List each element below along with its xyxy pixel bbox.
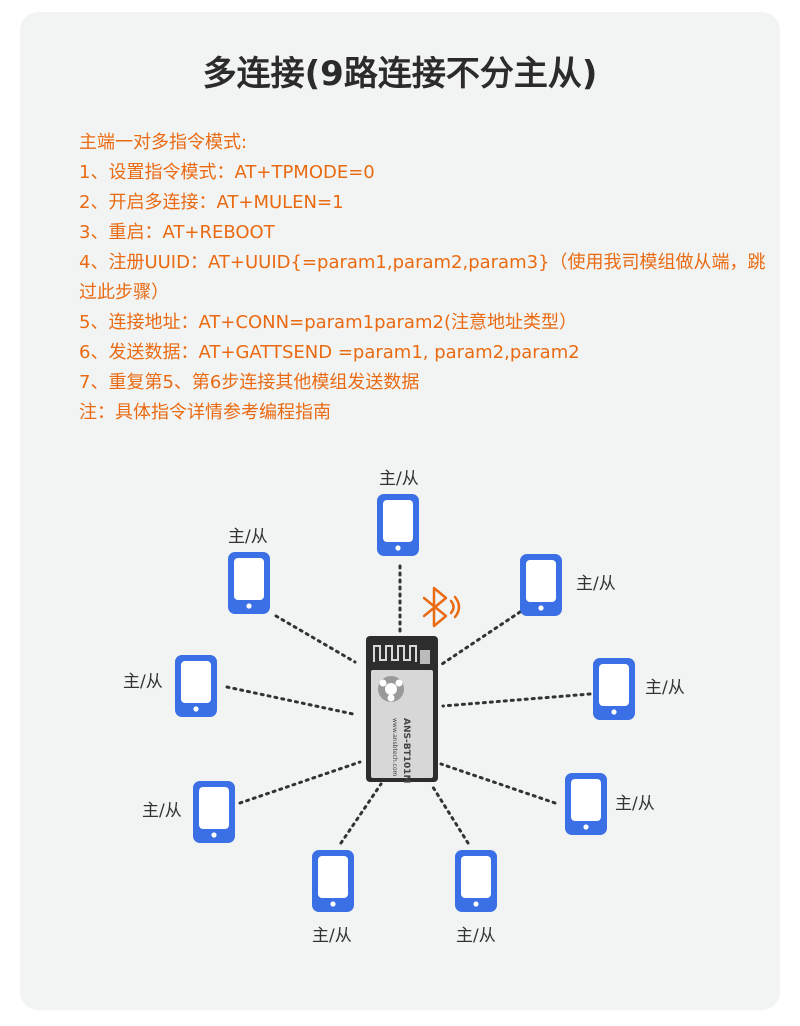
ble-module: ANS-BT101M www.ansbtech.com — [366, 636, 438, 784]
antenna-icon — [373, 645, 417, 662]
link-line-bottom-left — [339, 782, 383, 845]
link-line-right — [441, 692, 592, 708]
phone-icon — [175, 655, 217, 717]
module-site-text: www.ansbtech.com — [391, 718, 398, 777]
phone-nodes — [175, 494, 635, 912]
phone-icon — [193, 781, 235, 843]
link-line-bottom-right — [429, 782, 470, 845]
node-label-upper-left: 主/从 — [228, 527, 268, 547]
node-label-bottom-left: 主/从 — [312, 926, 352, 946]
link-line-upper-right — [440, 610, 522, 666]
instruction-heading: 主端一对多指令模式: — [79, 132, 248, 153]
link-line-lower-right — [439, 762, 557, 805]
node-label-lower-left: 主/从 — [142, 801, 182, 821]
instruction-step-4: 4、注册UUID：AT+UUID{=param1,param2,param3}（… — [79, 252, 766, 303]
link-line-left — [225, 685, 355, 716]
instruction-step-7: 7、重复第5、第6步连接其他模组发送数据 — [79, 372, 420, 393]
phone-icon — [228, 552, 270, 614]
node-label-lower-right: 主/从 — [615, 794, 655, 814]
instruction-step-6: 6、发送数据：AT+GATTSEND =param1, param2,param… — [79, 342, 580, 363]
connection-links — [225, 564, 592, 845]
node-label-right: 主/从 — [645, 678, 685, 698]
node-labels: 主/从 主/从 主/从 主/从 主/从 主/从 主/从 主/从 主/从 — [123, 469, 685, 946]
bluetooth-icon — [422, 586, 461, 628]
instruction-step-3: 3、重启：AT+REBOOT — [79, 222, 275, 243]
phone-icon — [565, 773, 607, 835]
phone-icon — [455, 850, 497, 912]
phone-icon — [520, 554, 562, 616]
instruction-step-5: 5、连接地址：AT+CONN=param1param2(注意地址类型） — [79, 312, 577, 333]
link-line-upper-left — [274, 614, 357, 664]
node-label-bottom-right: 主/从 — [456, 926, 496, 946]
node-label-left: 主/从 — [123, 672, 163, 692]
link-line-lower-left — [238, 760, 362, 805]
node-label-upper-right: 主/从 — [576, 574, 616, 594]
phone-icon — [593, 658, 635, 720]
company-logo-icon — [378, 676, 404, 702]
node-label-top: 主/从 — [379, 469, 419, 489]
module-model-text: ANS-BT101M — [401, 718, 411, 784]
instruction-step-1: 1、设置指令模式：AT+TPMODE=0 — [79, 162, 375, 183]
page-title: 多连接(9路连接不分主从) — [202, 54, 598, 94]
phone-icon — [312, 850, 354, 912]
instruction-note: 注：具体指令详情参考编程指南 — [79, 402, 331, 423]
instruction-list: 主端一对多指令模式: 1、设置指令模式：AT+TPMODE=0 2、开启多连接：… — [79, 128, 779, 428]
phone-icon — [377, 494, 419, 556]
instruction-step-2: 2、开启多连接：AT+MULEN=1 — [79, 192, 344, 213]
